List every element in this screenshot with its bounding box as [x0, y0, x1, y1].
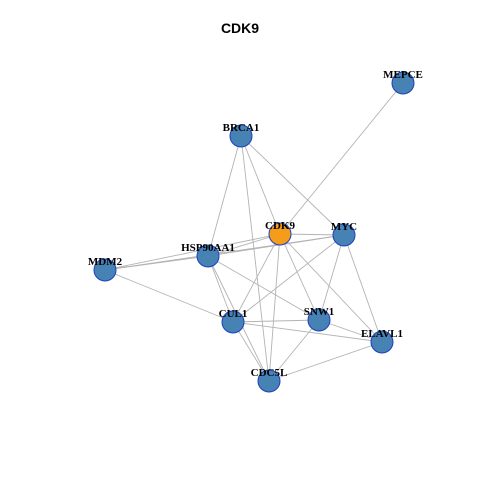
- edge-hsp90aa1-snw1: [207, 255, 320, 321]
- node-label-hsp90aa1: HSP90AA1: [181, 242, 235, 254]
- edge-cul1-cdc5l: [232, 321, 270, 382]
- edge-cdk9-mepce: [279, 82, 404, 235]
- edge-cdk9-hsp90aa1: [207, 233, 281, 257]
- node-label-mdm2: MDM2: [88, 256, 123, 268]
- node-cdc5l[interactable]: [257, 369, 281, 393]
- edge-brca1-hsp90aa1: [207, 135, 242, 257]
- edge-hsp90aa1-mdm2: [104, 255, 209, 271]
- edge-cdk9-brca1: [240, 135, 281, 235]
- node-label-cul1: CUL1: [219, 308, 248, 320]
- node-label-snw1: SNW1: [304, 306, 335, 318]
- node-hsp90aa1[interactable]: [196, 244, 220, 268]
- node-label-mepce: MEPCE: [383, 69, 423, 81]
- node-mepce[interactable]: [391, 71, 415, 95]
- node-elavl1[interactable]: [370, 330, 394, 354]
- edge-cul1-snw1: [232, 319, 320, 323]
- node-brca1[interactable]: [229, 124, 253, 148]
- node-label-cdc5l: CDC5L: [251, 367, 288, 379]
- node-label-myc: MYC: [331, 221, 357, 233]
- edge-snw1-cdc5l: [268, 319, 320, 382]
- edge-hsp90aa1-cul1: [207, 255, 234, 323]
- edge-layer: [104, 82, 404, 382]
- node-layer: [93, 71, 415, 393]
- edge-myc-snw1: [318, 234, 345, 321]
- node-mdm2[interactable]: [93, 258, 117, 282]
- edge-brca1-myc: [240, 135, 345, 236]
- node-label-cdk9: CDK9: [265, 220, 295, 232]
- node-cdk9[interactable]: [268, 222, 292, 246]
- node-snw1[interactable]: [307, 308, 331, 332]
- node-label-brca1: BRCA1: [223, 122, 260, 134]
- edge-myc-cul1: [232, 234, 345, 323]
- node-label-elavl1: ELAVL1: [361, 328, 403, 340]
- node-cul1[interactable]: [221, 310, 245, 334]
- edge-cdk9-elavl1: [279, 233, 383, 343]
- edge-myc-elavl1: [343, 234, 383, 343]
- edge-cdk9-cdc5l: [268, 233, 281, 382]
- edge-elavl1-cdc5l: [268, 341, 383, 382]
- edge-brca1-cdc5l: [240, 135, 270, 382]
- graph-title: CDK9: [220, 20, 260, 36]
- edge-cdk9-cul1: [232, 233, 281, 323]
- edge-mdm2-cul1: [104, 269, 234, 323]
- edge-cdk9-snw1: [279, 233, 320, 321]
- node-myc[interactable]: [332, 223, 356, 247]
- edge-cdk9-mdm2: [104, 233, 281, 271]
- edge-cul1-elavl1: [232, 321, 383, 343]
